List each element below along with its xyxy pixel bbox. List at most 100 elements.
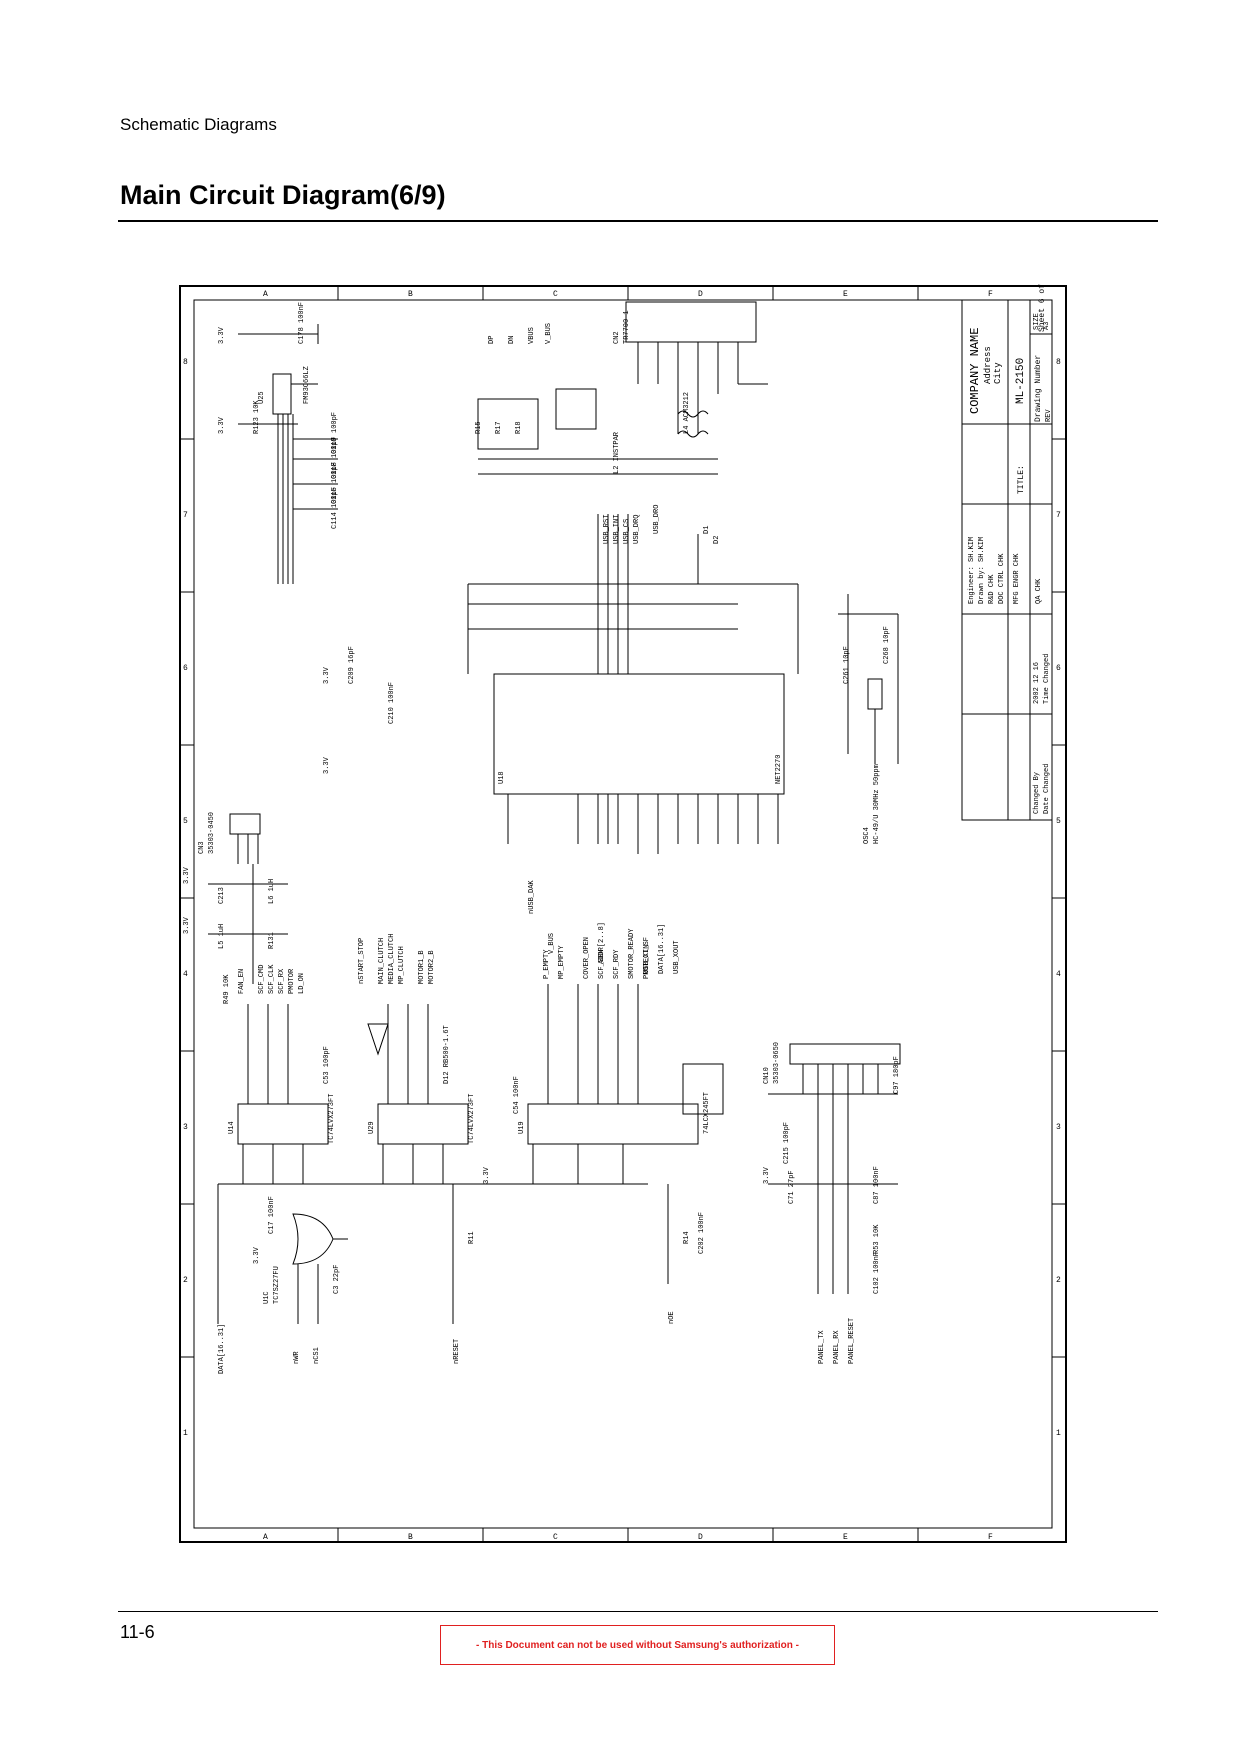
control-net: SCF_CMD: [258, 965, 266, 994]
col-label: B: [408, 1533, 413, 1542]
rev-label: REV: [1045, 409, 1053, 422]
fan-connector-ref: CN3: [198, 841, 206, 854]
engineer: Engineer: SH.KIM: [968, 537, 976, 604]
svg-text:8: 8: [183, 358, 188, 367]
power-label: 3.3V: [763, 1166, 771, 1184]
sensor-net: COVER_OPEN: [583, 937, 591, 979]
usb-net: USB_CS: [623, 519, 631, 544]
rd-check: R&D CHK: [988, 574, 996, 604]
changed-by: Changed By: [1033, 772, 1041, 814]
col-label: E: [843, 290, 848, 299]
power-label: 3.3V: [218, 326, 226, 344]
title-block: COMPANY NAME Address City ML-2150 Sheet …: [961, 284, 1053, 821]
usb-net: VBUS: [528, 327, 536, 344]
title-divider: [118, 220, 1158, 222]
power-label: 3.3V: [483, 1166, 491, 1184]
buffer-part: 74LCX245FT: [703, 1092, 711, 1134]
control-net: PMOTOR: [288, 968, 296, 994]
drawn-by: Drawn by: SH.KIM: [978, 537, 986, 604]
circuit-schematic: A B C D E F A B C D E F 8 7 6 5 4 3 2 1 …: [179, 284, 1067, 1543]
col-label: E: [843, 1533, 848, 1542]
svg-text:1: 1: [1056, 1429, 1061, 1438]
gate-net: nCS1: [313, 1347, 321, 1364]
qa-check: QA CHK: [1035, 578, 1043, 604]
col-label: F: [988, 1533, 993, 1542]
panel-net: PANEL_RX: [833, 1330, 841, 1364]
frame-row-labels: 8 7 6 5 4 3 2 1 8 7 6 5 4 3 2 1: [183, 358, 1061, 1438]
cap-label: D1: [703, 526, 711, 534]
cap-label: C119 100pF: [331, 412, 339, 454]
gate-net: nWR: [293, 1351, 301, 1364]
bus-label: ADDR[2..8]: [598, 922, 606, 964]
footer-divider: [118, 1611, 1158, 1612]
company-city: City: [993, 362, 1003, 384]
main-ic-block: [467, 514, 899, 854]
drawing-number-label: Drawing Number: [1034, 355, 1043, 422]
svg-text:4: 4: [1056, 970, 1061, 979]
col-label: C: [553, 290, 558, 299]
cap-label: C54 100nF: [513, 1076, 521, 1114]
motor-net: MOTOR2_B: [428, 950, 436, 984]
sensor-net: SCF_SEN: [598, 950, 606, 979]
cap-label: D12 RB500-1.6T: [443, 1025, 451, 1084]
svg-text:1: 1: [183, 1429, 188, 1438]
panel-net: PANEL_TX: [818, 1330, 826, 1364]
cap-label: C178 100nF: [298, 302, 306, 344]
authorization-notice: - This Document can not be used without …: [440, 1625, 835, 1665]
resistor-label: C71 27pF: [788, 1170, 796, 1204]
cap-label: C53 100pF: [323, 1046, 331, 1084]
cap-label: C17 100nF: [268, 1196, 276, 1234]
svg-text:7: 7: [183, 511, 188, 520]
col-label: C: [553, 1533, 558, 1542]
resistor-label: R123 10K: [253, 400, 261, 434]
fan-connector: [208, 813, 288, 984]
cap-label: R53 10K: [873, 1224, 881, 1254]
control-net: SCF_CLK: [268, 964, 276, 994]
main-ic-part: NET2270: [775, 755, 783, 784]
frame-inner-border: [193, 299, 1053, 1529]
col-label: A: [263, 1533, 268, 1542]
svg-text:6: 6: [1056, 664, 1061, 673]
gate-ref: U1C: [263, 1291, 271, 1304]
svg-text:4: 4: [183, 970, 188, 979]
col-label: A: [263, 290, 268, 299]
gate-net: nRESET: [453, 1339, 461, 1364]
sheet-number: Sheet 6 of 9: [1038, 284, 1047, 332]
usb-net: USB_RST: [603, 515, 611, 544]
usb-net: USB_DRQ: [633, 515, 641, 544]
usb-connector-part: TR7700-1: [623, 310, 631, 344]
resistor-label: R18: [515, 421, 523, 434]
motor-net: MP_CLUTCH: [398, 946, 406, 984]
eeprom-part: FM93C66LZ: [303, 366, 311, 404]
gate-part: TC7SZ27FU: [273, 1266, 281, 1304]
resistor-label: C213: [218, 887, 226, 904]
panel-connector-part: 35303-0650: [773, 1042, 781, 1084]
page-title: Main Circuit Diagram(6/9): [120, 180, 446, 210]
gate-net: nOE: [668, 1311, 676, 1324]
main-ic-ref: U18: [498, 771, 506, 784]
cap-label: C268 10pF: [883, 626, 891, 664]
usb-net: nUSB_DAK: [528, 880, 536, 914]
cap-label: C215 100pF: [783, 1122, 791, 1164]
usb-net: DN: [508, 336, 516, 344]
company-address: Address: [983, 346, 993, 384]
eeprom-block: [238, 324, 338, 584]
power-label: 3.3V: [323, 666, 331, 684]
eeprom-ref: U25: [258, 391, 266, 404]
bus-label: USB_XOUT: [673, 940, 681, 974]
latch-part: TC74LVX273FT: [328, 1094, 336, 1144]
date-value: 2002 12 16: [1033, 662, 1041, 704]
bus-label: DATA[16..31]: [218, 1324, 226, 1374]
svg-text:2: 2: [1056, 1276, 1061, 1285]
diode-label: R49 10K: [223, 974, 231, 1004]
title-label: TITLE:: [1017, 465, 1026, 494]
size-value: A3: [1043, 322, 1051, 330]
motor-net: nSTART_STOP: [358, 938, 366, 984]
cap-label: C202 100nF: [698, 1212, 706, 1254]
power-label: 3.3V: [323, 756, 331, 774]
usb-net: USB_INT: [613, 515, 621, 544]
inductor-label: C210 100nF: [388, 682, 396, 724]
inductor-label: L2 INSTPAR: [613, 431, 621, 474]
resistor-label: R15: [475, 421, 483, 434]
svg-text:5: 5: [1056, 817, 1061, 826]
